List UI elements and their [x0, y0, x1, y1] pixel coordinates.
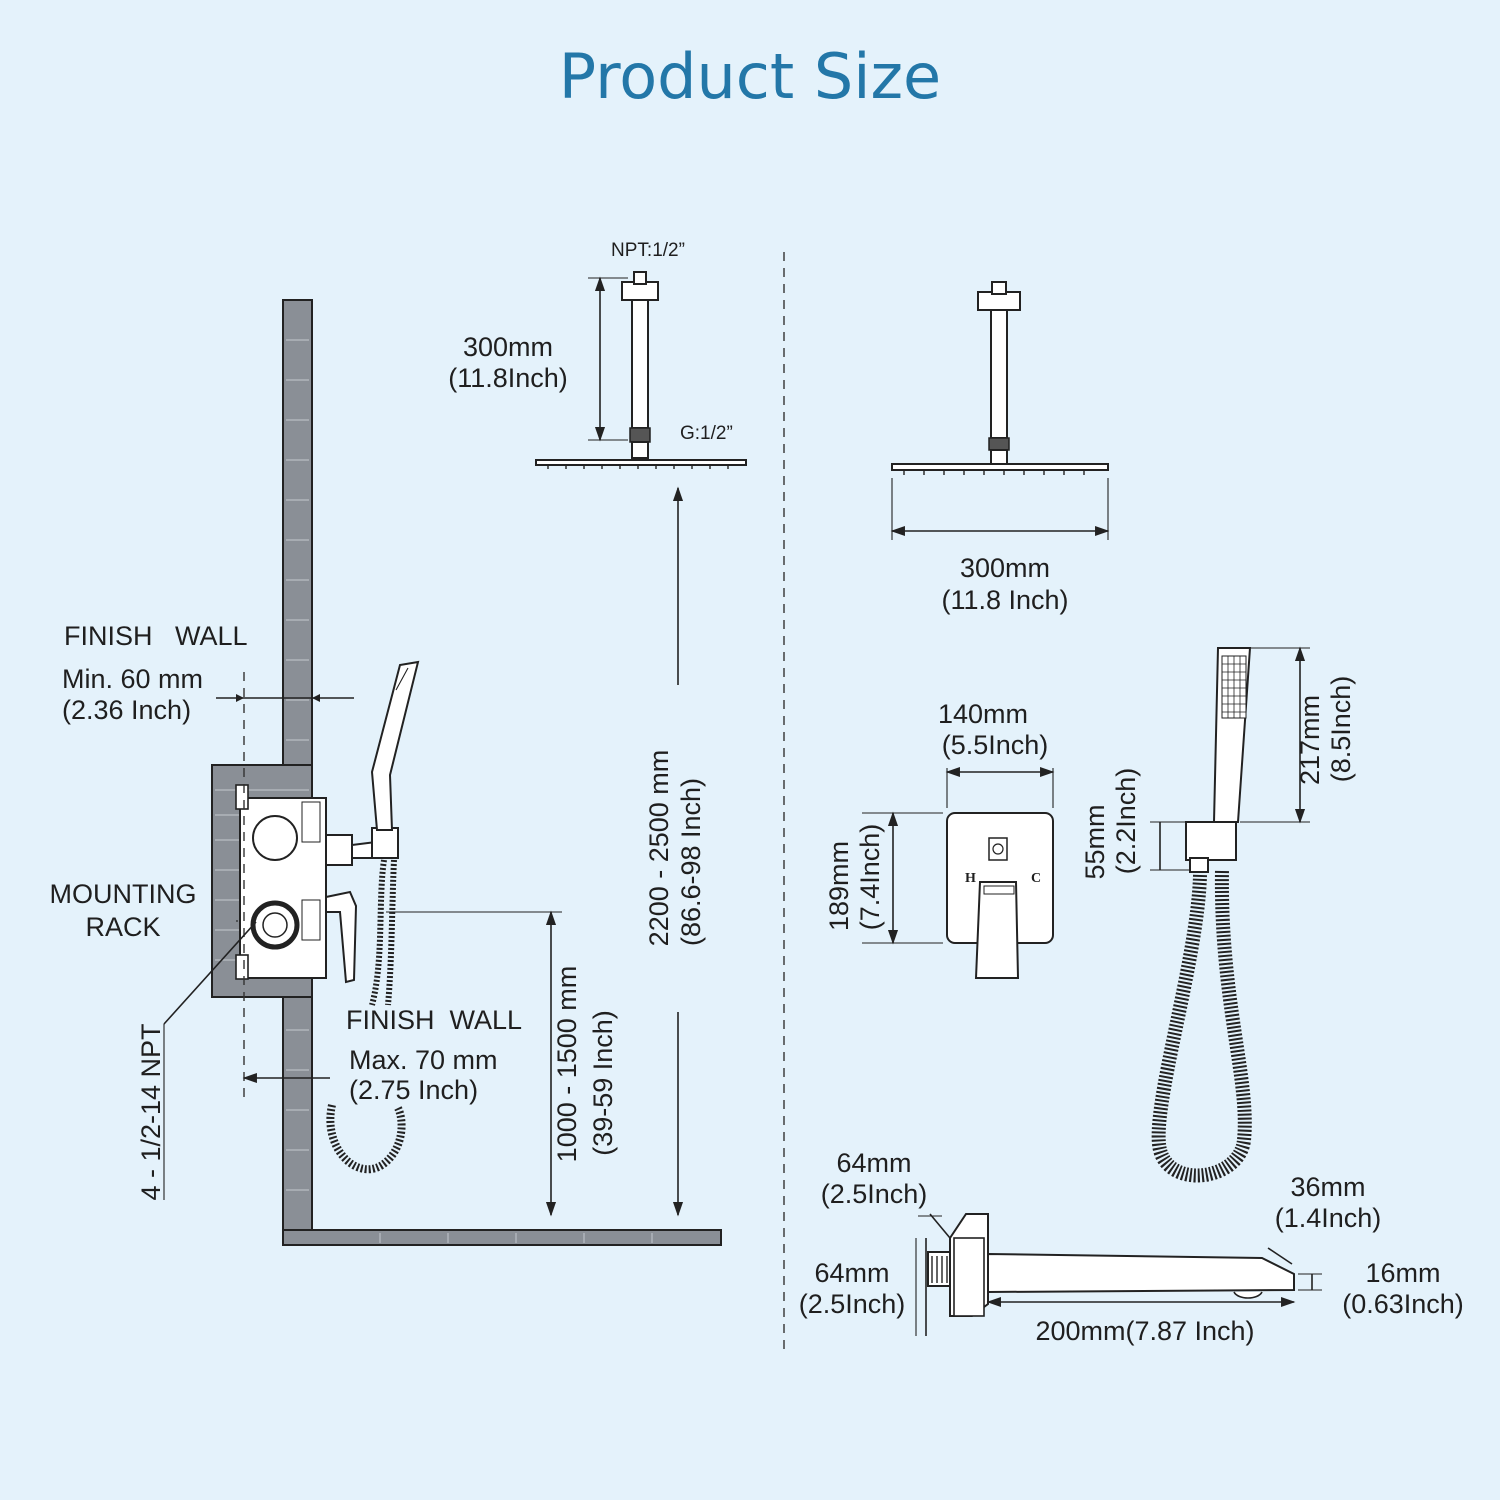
page-title: Product Size — [559, 40, 941, 113]
spout-thickness-mm: 16mm — [1365, 1258, 1440, 1288]
valve-height-mm: 1000 - 1500 mm — [552, 966, 582, 1163]
spout-length: 200mm(7.87 Inch) — [1035, 1316, 1254, 1346]
spout-top-in: (2.5Inch) — [821, 1179, 928, 1209]
head-height-in: (86.6-98 Inch) — [676, 778, 706, 946]
finish-wall-bottom-label: FINISH WALL — [346, 1005, 522, 1035]
valve-height-in: (39-59 Inch) — [588, 1010, 618, 1156]
min-depth-in: (2.36 Inch) — [62, 695, 191, 725]
min-depth-mm: Min. 60 mm — [62, 664, 203, 694]
plate-height-in: (7.4Inch) — [855, 824, 885, 931]
holder-size-in: (2.2Inch) — [1111, 768, 1141, 875]
spout-side-in: (2.5Inch) — [799, 1289, 906, 1319]
right-rain-shower-head — [890, 281, 1110, 540]
mounting-rack-label-2: RACK — [85, 912, 160, 942]
finish-wall-top-label: FINISH WALL — [64, 621, 248, 651]
spout-tip-in: (1.4Inch) — [1275, 1203, 1382, 1233]
plate-width-mm: 140mm — [938, 699, 1028, 729]
plate-height-mm: 189mm — [824, 841, 854, 931]
left-handshower — [326, 660, 420, 1174]
hot-label: H — [965, 871, 976, 886]
left-rain-shower-head — [535, 271, 747, 469]
spout-thickness-in: (0.63Inch) — [1342, 1289, 1464, 1319]
head-width-mm: 300mm — [960, 553, 1050, 583]
arm-length-mm: 300mm — [463, 332, 553, 362]
g-thread-label: G:1/2” — [680, 423, 733, 444]
spout-top-mm: 64mm — [836, 1148, 911, 1178]
plate-width-in: (5.5Inch) — [942, 730, 1049, 760]
tub-spout — [915, 1213, 1322, 1336]
spout-side-mm: 64mm — [814, 1258, 889, 1288]
spout-tip-mm: 36mm — [1290, 1172, 1365, 1202]
head-width-in: (11.8 Inch) — [941, 585, 1068, 615]
right-handshower — [1150, 646, 1310, 1183]
max-depth-mm: Max. 70 mm — [349, 1045, 498, 1075]
arm-length-in: (11.8Inch) — [448, 363, 568, 393]
mounting-rack-label-1: MOUNTING — [50, 879, 197, 909]
holder-size-mm: 55mm — [1080, 804, 1110, 879]
valve-trim-plate — [862, 766, 1055, 979]
head-height-mm: 2200 - 2500 mm — [644, 750, 674, 947]
cold-label: C — [1031, 871, 1041, 886]
handshower-length-in: (8.5Inch) — [1326, 676, 1356, 783]
left-dimension-lines — [163, 276, 684, 1217]
handshower-length-mm: 217mm — [1295, 695, 1325, 785]
max-depth-in: (2.75 Inch) — [349, 1075, 478, 1105]
npt-side-label: 4 - 1/2-14 NPT — [136, 1023, 166, 1200]
npt-top-label: NPT:1/2” — [611, 240, 685, 261]
mounting-rack-valve — [235, 784, 358, 984]
wall-section — [211, 299, 722, 1246]
